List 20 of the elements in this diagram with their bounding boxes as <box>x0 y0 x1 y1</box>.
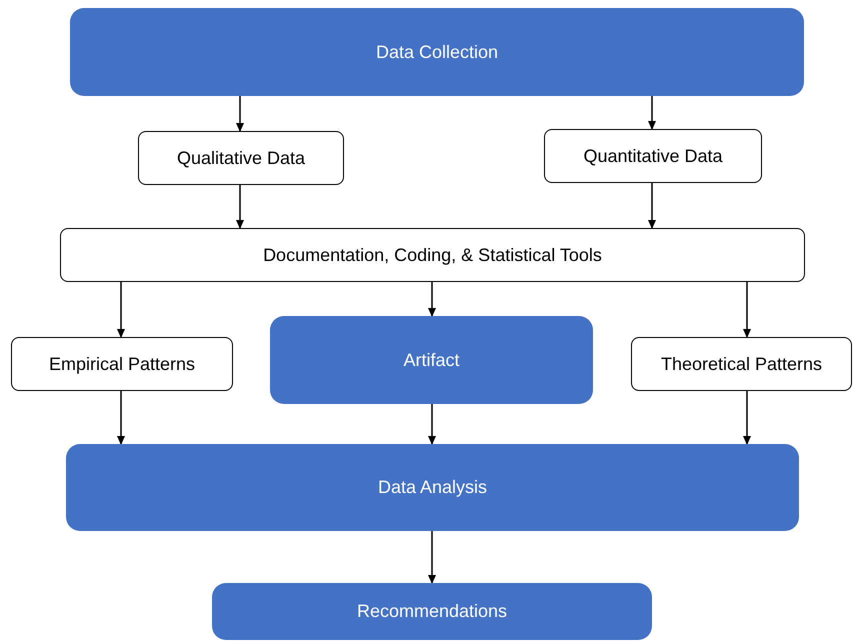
process-box: Data Collection <box>70 8 804 96</box>
arrow <box>428 282 436 317</box>
data-box: Quantitative Data <box>544 129 762 183</box>
arrow <box>236 185 244 229</box>
arrow <box>648 96 656 130</box>
arrow <box>117 391 125 445</box>
arrow <box>648 183 656 229</box>
arrow <box>743 282 751 338</box>
arrow <box>428 531 436 584</box>
data-box: Empirical Patterns <box>11 337 233 391</box>
arrow <box>428 404 436 445</box>
arrow <box>117 282 125 338</box>
data-box: Qualitative Data <box>138 131 344 185</box>
arrow <box>236 96 244 132</box>
process-box: Data Analysis <box>66 444 799 531</box>
process-box: Artifact <box>270 316 593 404</box>
arrow <box>743 391 751 445</box>
process-box: Recommendations <box>212 583 652 640</box>
data-box: Theoretical Patterns <box>631 337 852 391</box>
data-box: Documentation, Coding, & Statistical Tools <box>60 228 805 282</box>
